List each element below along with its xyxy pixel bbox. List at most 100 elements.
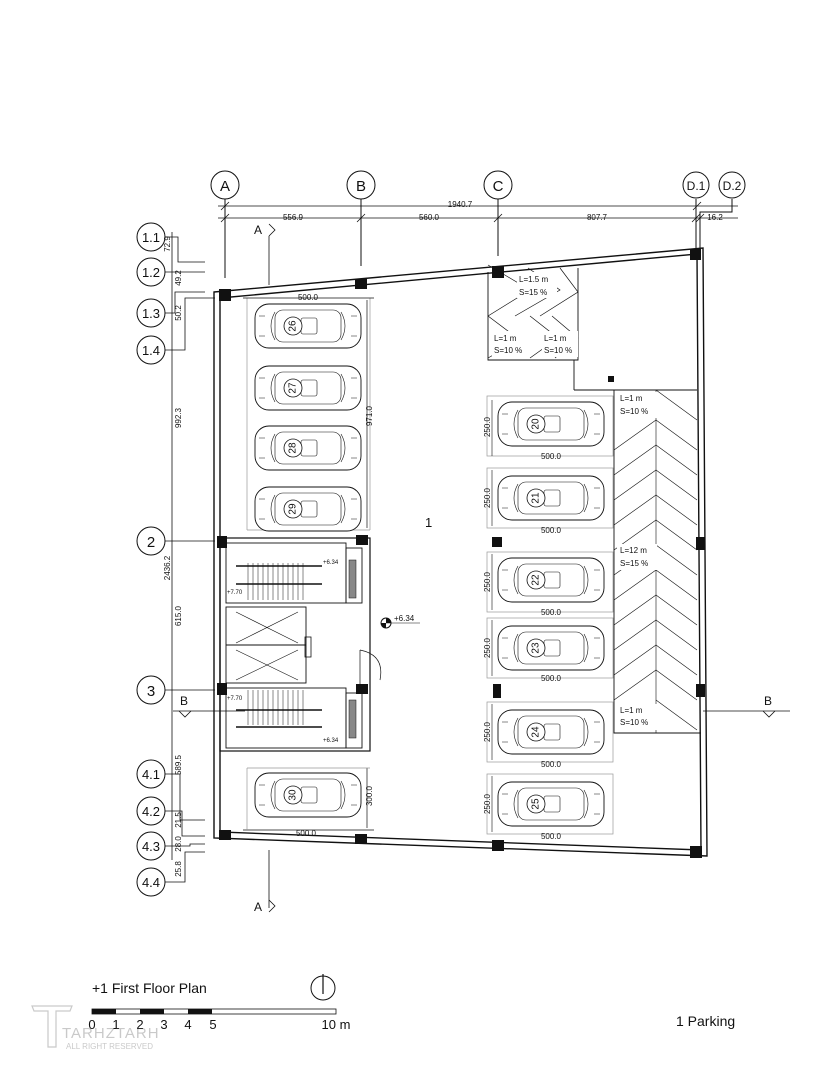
- level-stair-upper-top: +7.70: [227, 590, 243, 596]
- dim-total-height: 2436.2: [163, 555, 172, 580]
- dim-row-7: 21.5: [174, 812, 183, 828]
- svg-text:C: C: [493, 178, 504, 195]
- svg-text:A: A: [220, 178, 230, 195]
- parking-spot-number: 27: [288, 382, 299, 394]
- dim-row-8: 28.0: [174, 836, 183, 852]
- column-grid-axes: [224, 199, 733, 278]
- row-grid-axes: [165, 232, 215, 883]
- car-icon: 26: [254, 303, 362, 349]
- svg-text:4.3: 4.3: [142, 839, 160, 854]
- dim-dd: 16.2: [707, 213, 723, 222]
- parking-spot-number: 24: [531, 726, 542, 738]
- car-icon: 22: [497, 557, 605, 603]
- svg-text:L=12 m: L=12 m: [620, 546, 647, 555]
- ramp-label-main-mid: L=12 m S=15 %: [617, 544, 657, 570]
- svg-text:1.4: 1.4: [142, 343, 160, 358]
- top-dimension-lines: [218, 201, 738, 223]
- bay-dimension-lines: [243, 297, 374, 831]
- floor-level-marker-icon: [380, 617, 420, 629]
- scale-4: 4: [184, 1017, 191, 1032]
- stair-treads: [236, 563, 322, 728]
- section-b-left: B: [180, 694, 188, 708]
- stall-dim-21: 250.0: [483, 487, 492, 508]
- stair-core: [219, 537, 382, 752]
- level-stair-upper-bottom: +7.70: [227, 696, 243, 702]
- dim-bc: 560.0: [419, 213, 440, 222]
- parking-spot-number: 23: [531, 642, 542, 654]
- dim-cd: 807.7: [587, 213, 608, 222]
- stall-dim-24: 250.0: [483, 721, 492, 742]
- floor-level-label: +6.34: [394, 614, 415, 623]
- scale-0: 0: [88, 1017, 95, 1032]
- grid-bubble-1-2: 1.2: [136, 257, 166, 287]
- ramp-label-top: L=1.5 m S=15 %: [517, 272, 557, 298]
- grid-bubble-D1: D.1: [682, 171, 710, 199]
- dim-row-2: 49.2: [174, 270, 183, 286]
- parking-spot-number: 26: [288, 320, 299, 332]
- svg-text:4.4: 4.4: [142, 875, 160, 890]
- parking-spot-number: 22: [531, 574, 542, 586]
- parking-spot-number: 25: [531, 798, 542, 810]
- svg-text:S=15 %: S=15 %: [620, 559, 648, 568]
- dim-lower-bay-height: 300.0: [365, 785, 374, 806]
- ramp-label-right: L=1 m S=10 %: [542, 331, 578, 357]
- stall-width-22: 500.0: [541, 608, 562, 617]
- car-icon: 25: [497, 781, 605, 827]
- section-b-right: B: [764, 694, 772, 708]
- ramp-column: [608, 376, 614, 382]
- grid-bubble-D2: D.2: [718, 171, 746, 199]
- svg-text:4.1: 4.1: [142, 767, 160, 782]
- stall-width-21: 500.0: [541, 526, 562, 535]
- structural-columns: [217, 249, 705, 858]
- grid-bubble-4-1: 4.1: [136, 759, 166, 789]
- stall-width-23: 500.0: [541, 674, 562, 683]
- stall-dim-23: 250.0: [483, 637, 492, 658]
- svg-text:1.2: 1.2: [142, 265, 160, 280]
- grid-bubble-2: 2: [136, 526, 166, 556]
- svg-text:S=10 %: S=10 %: [620, 718, 648, 727]
- north-arrow-icon: [310, 974, 336, 1001]
- level-stair-mid-bottom: +6.34: [323, 738, 339, 744]
- dim-row-9: 25.8: [174, 861, 183, 877]
- drawing-title: +1 First Floor Plan: [92, 980, 207, 996]
- car-icon: 24: [497, 709, 605, 755]
- section-markers: [173, 223, 790, 913]
- grid-bubble-1-3: 1.3: [136, 298, 166, 328]
- stall-width-25: 500.0: [541, 832, 562, 841]
- svg-text:B: B: [356, 178, 366, 195]
- dim-row-6: 589.5: [174, 754, 183, 775]
- svg-text:4.2: 4.2: [142, 804, 160, 819]
- watermark-logo: TARHZTARH ALL RIGHT RESERVED: [31, 1005, 160, 1051]
- svg-text:S=15 %: S=15 %: [519, 288, 547, 297]
- ramp-label-main-bottom: L=1 m S=10 %: [617, 704, 657, 730]
- dim-row-3: 50.2: [174, 305, 183, 321]
- level-stair-mid-top: +6.34: [323, 560, 339, 566]
- legend-parking: 1 Parking: [676, 1013, 735, 1029]
- parking-spot-number: 20: [531, 418, 542, 430]
- stall-dim-20: 250.0: [483, 416, 492, 437]
- svg-text:S=10 %: S=10 %: [620, 407, 648, 416]
- scale-10: 10 m: [322, 1017, 351, 1032]
- svg-text:TARHZTARH: TARHZTARH: [62, 1025, 160, 1042]
- svg-text:2: 2: [147, 534, 155, 551]
- parking-spot-number: 30: [288, 789, 299, 801]
- car-icon: 27: [254, 365, 362, 411]
- right-stall-lines: [486, 395, 614, 835]
- parking-spot-number: 28: [288, 442, 299, 454]
- grid-bubble-4-2: 4.2: [136, 796, 166, 826]
- stall-dim-25: 250.0: [483, 793, 492, 814]
- grid-bubble-A: A: [210, 170, 240, 200]
- car-icon: 28: [254, 425, 362, 471]
- car-icon: 30: [254, 772, 362, 818]
- svg-text:ALL RIGHT RESERVED: ALL RIGHT RESERVED: [66, 1042, 153, 1051]
- dim-bay-width-top: 500.0: [298, 293, 319, 302]
- ramp-label-main-top: L=1 m S=10 %: [617, 392, 657, 418]
- scale-5: 5: [209, 1017, 216, 1032]
- grid-bubble-B: B: [346, 170, 376, 200]
- stall-width-24: 500.0: [541, 760, 562, 769]
- scale-3: 3: [160, 1017, 167, 1032]
- svg-text:L=1 m: L=1 m: [494, 334, 517, 343]
- car-icon: 21: [497, 475, 605, 521]
